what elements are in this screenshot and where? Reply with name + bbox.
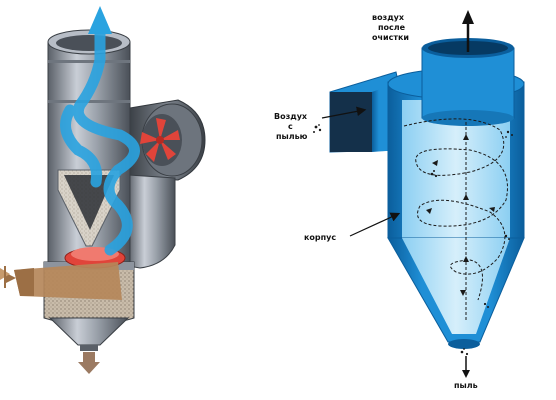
right-cyclone-schematic: воздух после очистки Воздух с пылью корп…: [274, 10, 525, 390]
label-dusty-air-2: с: [288, 122, 293, 131]
dust-down-arrow-icon: [462, 356, 470, 378]
body-pointer-arrow: [349, 212, 401, 237]
dusty-inlet-arrow: [0, 262, 122, 300]
label-clean-air-2: после: [378, 23, 406, 32]
red-fan-icon: [140, 118, 180, 162]
label-clean-air-1: воздух: [372, 13, 405, 22]
inlet-pointer-arrow: [321, 106, 367, 119]
clean-air-up-arrow-icon: [462, 10, 474, 52]
fan-housing: [127, 99, 206, 269]
main-column: [47, 29, 131, 263]
up-arrow-icon: [88, 6, 112, 34]
label-dusty-air-3: пылью: [276, 132, 308, 141]
left-cyclone-illustration: [0, 6, 206, 374]
label-body: корпус: [304, 233, 336, 242]
label-dust: пыль: [454, 381, 478, 390]
label-clean-air-3: очистки: [372, 33, 409, 42]
blue-airflow-arrows: [60, 24, 140, 256]
cyclone-cone: [387, 237, 525, 349]
dust-particles: [313, 124, 513, 356]
label-dusty-air-1: Воздух: [274, 112, 308, 121]
flow-arrowheads: [426, 134, 495, 296]
clean-air-outlet-pipe: [421, 38, 515, 126]
dust-outlet-arrow: [78, 352, 100, 374]
spiral-airflow-path: [403, 118, 508, 320]
